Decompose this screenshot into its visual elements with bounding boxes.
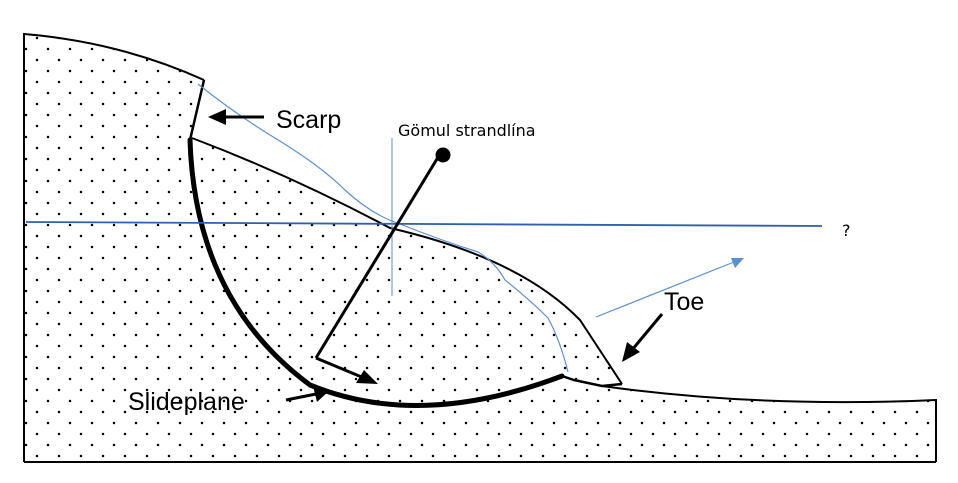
ground-right-outline: [601, 385, 937, 462]
movement-direction-arrowhead: [731, 258, 744, 268]
label-slideplane: Slideplane: [128, 388, 245, 416]
slide-block: [192, 138, 622, 406]
label-buried-shoreline: Gömul strandlína: [398, 121, 536, 140]
toe-arrow-shaft: [630, 313, 664, 351]
slideplane-arrowhead: [313, 386, 330, 402]
rotation-arm-lower: [315, 356, 365, 380]
label-toe: Toe: [664, 288, 704, 316]
scarp-arrowhead: [208, 109, 226, 125]
ground-outline: [23, 32, 205, 462]
label-question-mark: ?: [842, 221, 851, 240]
scarp-face: [188, 79, 206, 141]
rotation-center-dot: [435, 147, 451, 163]
original-surface-line: [197, 83, 569, 373]
rotation-arrowhead: [356, 370, 378, 384]
slide-block-surface: [191, 137, 623, 385]
slideplane-curve: [187, 137, 565, 408]
toe-arrowhead: [622, 342, 640, 362]
ground-mass: [24, 34, 936, 462]
toe-joint: [561, 374, 623, 388]
slideplane-arrow-shaft: [285, 392, 317, 402]
movement-direction-arrow: [595, 261, 735, 318]
label-scarp: Scarp: [276, 106, 341, 134]
water-level-line: [25, 221, 823, 227]
rotation-arm-upper: [314, 153, 442, 359]
